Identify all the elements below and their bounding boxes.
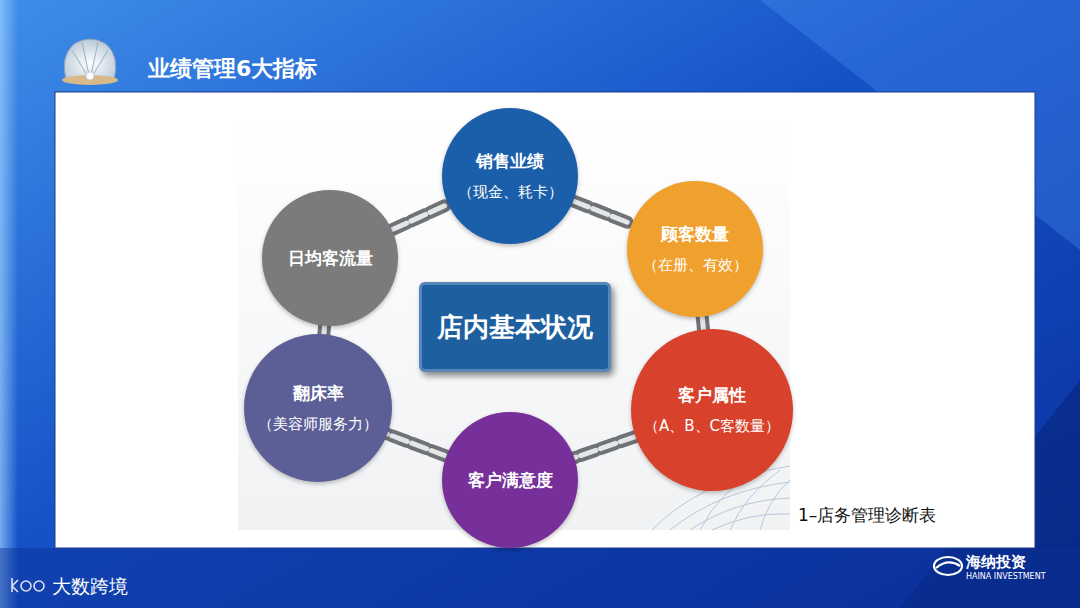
- company-logo: [934, 557, 962, 575]
- edge-glow: [0, 0, 18, 608]
- center-title: 店内基本状况: [437, 310, 593, 345]
- indicator-detail: （现金、耗卡）: [458, 183, 563, 202]
- watermark-icon: [12, 578, 44, 592]
- indicator-circle: 日均客流量: [262, 190, 398, 326]
- chain-outer: [573, 201, 631, 224]
- chain-link: [702, 317, 703, 330]
- indicator-circle: 销售业绩 （现金、耗卡）: [442, 108, 578, 244]
- chain-link: [323, 326, 325, 334]
- company-name-en: HAINA INVESTMENT: [966, 572, 1046, 581]
- table-caption: 1–店务管理诊断表: [798, 504, 936, 527]
- footer-band: [0, 548, 1080, 608]
- chain-inner: [573, 201, 631, 224]
- indicator-name: 销售业绩: [476, 150, 544, 173]
- indicator-name: 日均客流量: [288, 247, 373, 270]
- shell-logo: [62, 39, 118, 85]
- indicator-detail: （在册、有效）: [643, 256, 748, 275]
- indicator-circle: 翻床率 （美容师服务力）: [244, 334, 392, 482]
- chain-inner: [702, 317, 703, 330]
- chain-link: [574, 437, 635, 458]
- content-panel: [55, 92, 1035, 548]
- chain-outer: [317, 326, 331, 334]
- chain-link: [392, 204, 448, 230]
- chain-inner: [392, 204, 448, 230]
- chain-inner: [387, 434, 446, 456]
- indicator-name: 翻床率: [293, 382, 344, 405]
- watermark: 大数跨境: [52, 574, 128, 600]
- indicator-detail: （美容师服务力）: [258, 415, 378, 434]
- indicator-circle: 客户属性 （A、B、C客数量）: [631, 329, 793, 491]
- company-name: 海纳投资: [966, 553, 1026, 572]
- chain-outer: [702, 317, 703, 330]
- chain-link: [387, 434, 446, 456]
- slide-title: 业绩管理6大指标: [148, 54, 317, 84]
- chain-inner: [574, 437, 635, 458]
- indicator-name: 客户属性: [678, 384, 746, 407]
- indicator-name: 顾客数量: [661, 223, 729, 246]
- chain-outer: [387, 434, 446, 456]
- indicator-name: 客户满意度: [468, 469, 553, 492]
- indicator-detail: （A、B、C客数量）: [644, 417, 780, 436]
- chain-inner: [321, 326, 327, 334]
- center-box: 店内基本状况: [419, 282, 611, 372]
- indicator-circle: 顾客数量 （在册、有效）: [627, 181, 763, 317]
- chain-outer: [574, 437, 635, 458]
- indicator-circle: 客户满意度: [442, 412, 578, 548]
- chain-outer: [392, 204, 448, 230]
- chain-link: [573, 201, 631, 224]
